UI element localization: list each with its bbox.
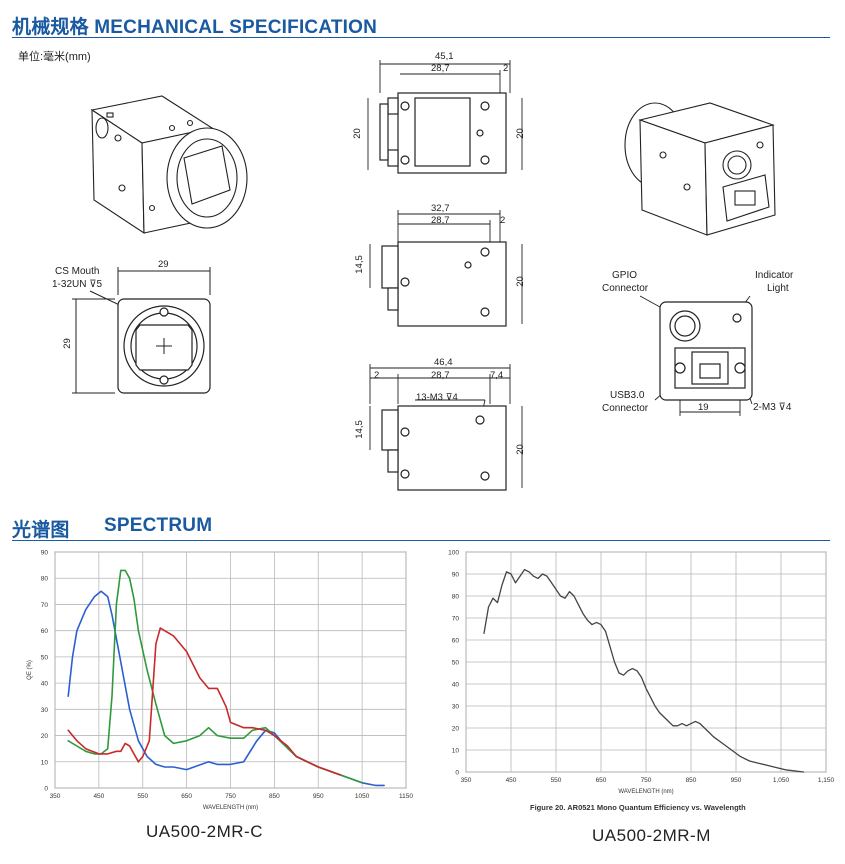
x-tick-label: 850 bbox=[686, 777, 697, 784]
gpio-connector-label: Connector bbox=[602, 283, 649, 294]
camera-back-isometric-drawing bbox=[624, 102, 776, 236]
front-width-dimension: 29 bbox=[158, 259, 169, 270]
section-title-spectrum-en: SPECTRUM bbox=[104, 515, 213, 536]
qe-chart-color: 350 450 550 650 750 850 950 1050 1150 0 10 20 30 40 50… bbox=[27, 550, 413, 812]
top-body-dimension: 28,7 bbox=[431, 63, 450, 74]
x-tick-label: 1050 bbox=[355, 793, 370, 800]
camera-top-view-drawing bbox=[367, 60, 523, 174]
y-tick-label: 60 bbox=[41, 628, 49, 635]
x-axis-label: WAVELENGTH (nm) bbox=[618, 789, 673, 795]
y-tick-label: 70 bbox=[452, 616, 460, 623]
x-tick-label: 850 bbox=[269, 793, 280, 800]
bottom-body-dimension: 28,7 bbox=[431, 370, 450, 381]
section-title-mechanical: 机械规格 MECHANICAL SPECIFICATION bbox=[12, 17, 378, 38]
camera-front-isometric-drawing bbox=[90, 95, 248, 235]
y-tick-label: 100 bbox=[448, 550, 459, 557]
x-tick-label: 950 bbox=[313, 793, 324, 800]
cs-mouth-label: CS Mouth bbox=[55, 266, 100, 277]
x-tick-label: 750 bbox=[641, 777, 652, 784]
top-total-dimension: 45,1 bbox=[435, 51, 454, 62]
y-tick-label: 10 bbox=[452, 748, 460, 755]
figure-caption: Figure 20. AR0521 Mono Quantum Efficienc… bbox=[530, 803, 746, 812]
x-tick-label: 1150 bbox=[399, 793, 413, 800]
y-tick-label: 50 bbox=[452, 660, 460, 667]
top-small-dimension: 2 bbox=[503, 63, 509, 74]
y-tick-label: 20 bbox=[452, 726, 460, 733]
x-tick-label: 350 bbox=[50, 793, 61, 800]
indicator-label: Indicator bbox=[755, 270, 794, 281]
side-small-dimension: 2 bbox=[500, 215, 506, 226]
x-tick-label: 950 bbox=[731, 777, 742, 784]
y-tick-label: 30 bbox=[452, 704, 460, 711]
section-title-spectrum-cn: 光谱图 bbox=[12, 520, 70, 541]
indicator-light-label: Light bbox=[767, 283, 789, 294]
cs-mouth-thread-label: 1-32UN ⊽5 bbox=[52, 279, 103, 290]
bottom-total-dimension: 46,4 bbox=[434, 357, 453, 368]
camera-back-view-drawing bbox=[639, 295, 753, 416]
y-tick-label: 10 bbox=[41, 759, 49, 766]
caption-mono-model: UA500-2MR-M bbox=[592, 826, 711, 845]
x-tick-label: 1,050 bbox=[773, 777, 790, 784]
y-tick-label: 60 bbox=[452, 638, 460, 645]
y-tick-label: 20 bbox=[41, 733, 49, 740]
back-width-dimension: 19 bbox=[698, 402, 709, 413]
side-body-dimension: 28,7 bbox=[431, 215, 450, 226]
y-tick-label: 90 bbox=[41, 550, 49, 557]
x-tick-label: 750 bbox=[225, 793, 236, 800]
y-axis-label: QE (%) bbox=[27, 660, 33, 680]
y-tick-label: 40 bbox=[41, 681, 49, 688]
back-m3-hole-label: 2-M3 ⊽4 bbox=[753, 402, 792, 413]
x-tick-label: 550 bbox=[137, 793, 148, 800]
side-total-dimension: 32,7 bbox=[431, 203, 450, 214]
qe-chart-mono: 350 450 550 650 750 850 950 1,050 1,150 0 10 20 30 40… bbox=[448, 550, 835, 796]
camera-side-view-drawing bbox=[369, 210, 523, 327]
x-tick-label: 650 bbox=[181, 793, 192, 800]
x-tick-label: 350 bbox=[461, 777, 472, 784]
section-divider-spectrum bbox=[12, 540, 830, 541]
series-line bbox=[67, 569, 363, 784]
usb-label: USB3.0 bbox=[610, 390, 645, 401]
y-tick-label: 50 bbox=[41, 654, 49, 661]
y-tick-label: 90 bbox=[452, 572, 460, 579]
y-tick-label: 40 bbox=[452, 682, 460, 689]
bottom-small-right-dimension: 7,4 bbox=[490, 370, 504, 381]
x-tick-label: 450 bbox=[506, 777, 517, 784]
camera-front-view-drawing bbox=[72, 267, 211, 394]
y-tick-label: 0 bbox=[455, 770, 459, 777]
camera-bottom-view-drawing bbox=[369, 364, 523, 491]
gpio-label: GPIO bbox=[612, 270, 638, 281]
x-tick-label: 1,150 bbox=[818, 777, 835, 784]
x-tick-label: 450 bbox=[93, 793, 104, 800]
y-tick-label: 30 bbox=[41, 707, 49, 714]
section-divider bbox=[12, 37, 830, 38]
y-tick-label: 0 bbox=[44, 786, 48, 793]
y-tick-label: 80 bbox=[452, 594, 460, 601]
unit-note: 单位:毫米(mm) bbox=[18, 51, 91, 63]
bottom-m3-13-label: 13-M3 ⊽4 bbox=[416, 392, 458, 403]
series-line bbox=[67, 627, 342, 776]
x-tick-label: 650 bbox=[596, 777, 607, 784]
series-line bbox=[483, 568, 805, 773]
caption-color-model: UA500-2MR-C bbox=[146, 822, 263, 841]
x-axis-label: WAVELENGTH (nm) bbox=[203, 805, 258, 811]
y-tick-label: 80 bbox=[41, 576, 49, 583]
bottom-small-left-dimension: 2 bbox=[374, 370, 380, 381]
y-tick-label: 70 bbox=[41, 602, 49, 609]
x-tick-label: 550 bbox=[551, 777, 562, 784]
usb-connector-label: Connector bbox=[602, 403, 649, 414]
